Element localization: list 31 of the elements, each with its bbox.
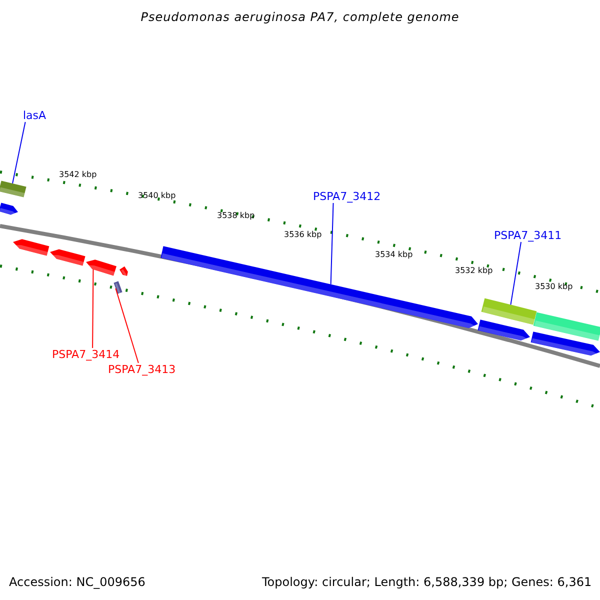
gene-label: PSPA7_3412 bbox=[313, 191, 381, 202]
gene-block bbox=[50, 249, 86, 266]
leader-line bbox=[12, 122, 26, 184]
genome-info-text: Topology: circular; Length: 6,588,339 bp; Genes: 6,361 bbox=[262, 576, 592, 588]
gene-block bbox=[86, 260, 116, 276]
gene-label: PSPA7_3414 bbox=[52, 349, 120, 360]
leader-line bbox=[510, 242, 522, 306]
gene-label: PSPA7_3411 bbox=[494, 230, 562, 241]
leader-line bbox=[330, 202, 334, 285]
scale-label: 3538 kbp bbox=[217, 212, 255, 220]
gene-block bbox=[160, 246, 478, 328]
scale-label: 3542 kbp bbox=[59, 171, 97, 179]
gene-label: lasA bbox=[23, 110, 46, 121]
diagram-title: Pseudomonas aeruginosa PA7, complete genome bbox=[140, 11, 460, 23]
gene-bar bbox=[0, 180, 26, 198]
scale-label: 3532 kbp bbox=[455, 267, 493, 275]
gene-label: PSPA7_3413 bbox=[108, 364, 176, 375]
leader-line bbox=[115, 288, 139, 364]
scale-label: 3540 kbp bbox=[138, 192, 176, 200]
gene-block bbox=[13, 239, 50, 256]
gene-block bbox=[120, 266, 128, 278]
gene-bar bbox=[114, 281, 122, 295]
gene-bar bbox=[533, 312, 600, 341]
leader-line bbox=[92, 268, 94, 348]
accession-text: Accession: NC_009656 bbox=[9, 576, 146, 588]
gene-block bbox=[0, 202, 18, 215]
gene-bar bbox=[481, 298, 537, 325]
scale-label: 3530 kbp bbox=[535, 283, 573, 291]
scale-label: 3534 kbp bbox=[375, 251, 413, 259]
gene-block bbox=[530, 332, 600, 356]
gene-block bbox=[478, 320, 530, 341]
